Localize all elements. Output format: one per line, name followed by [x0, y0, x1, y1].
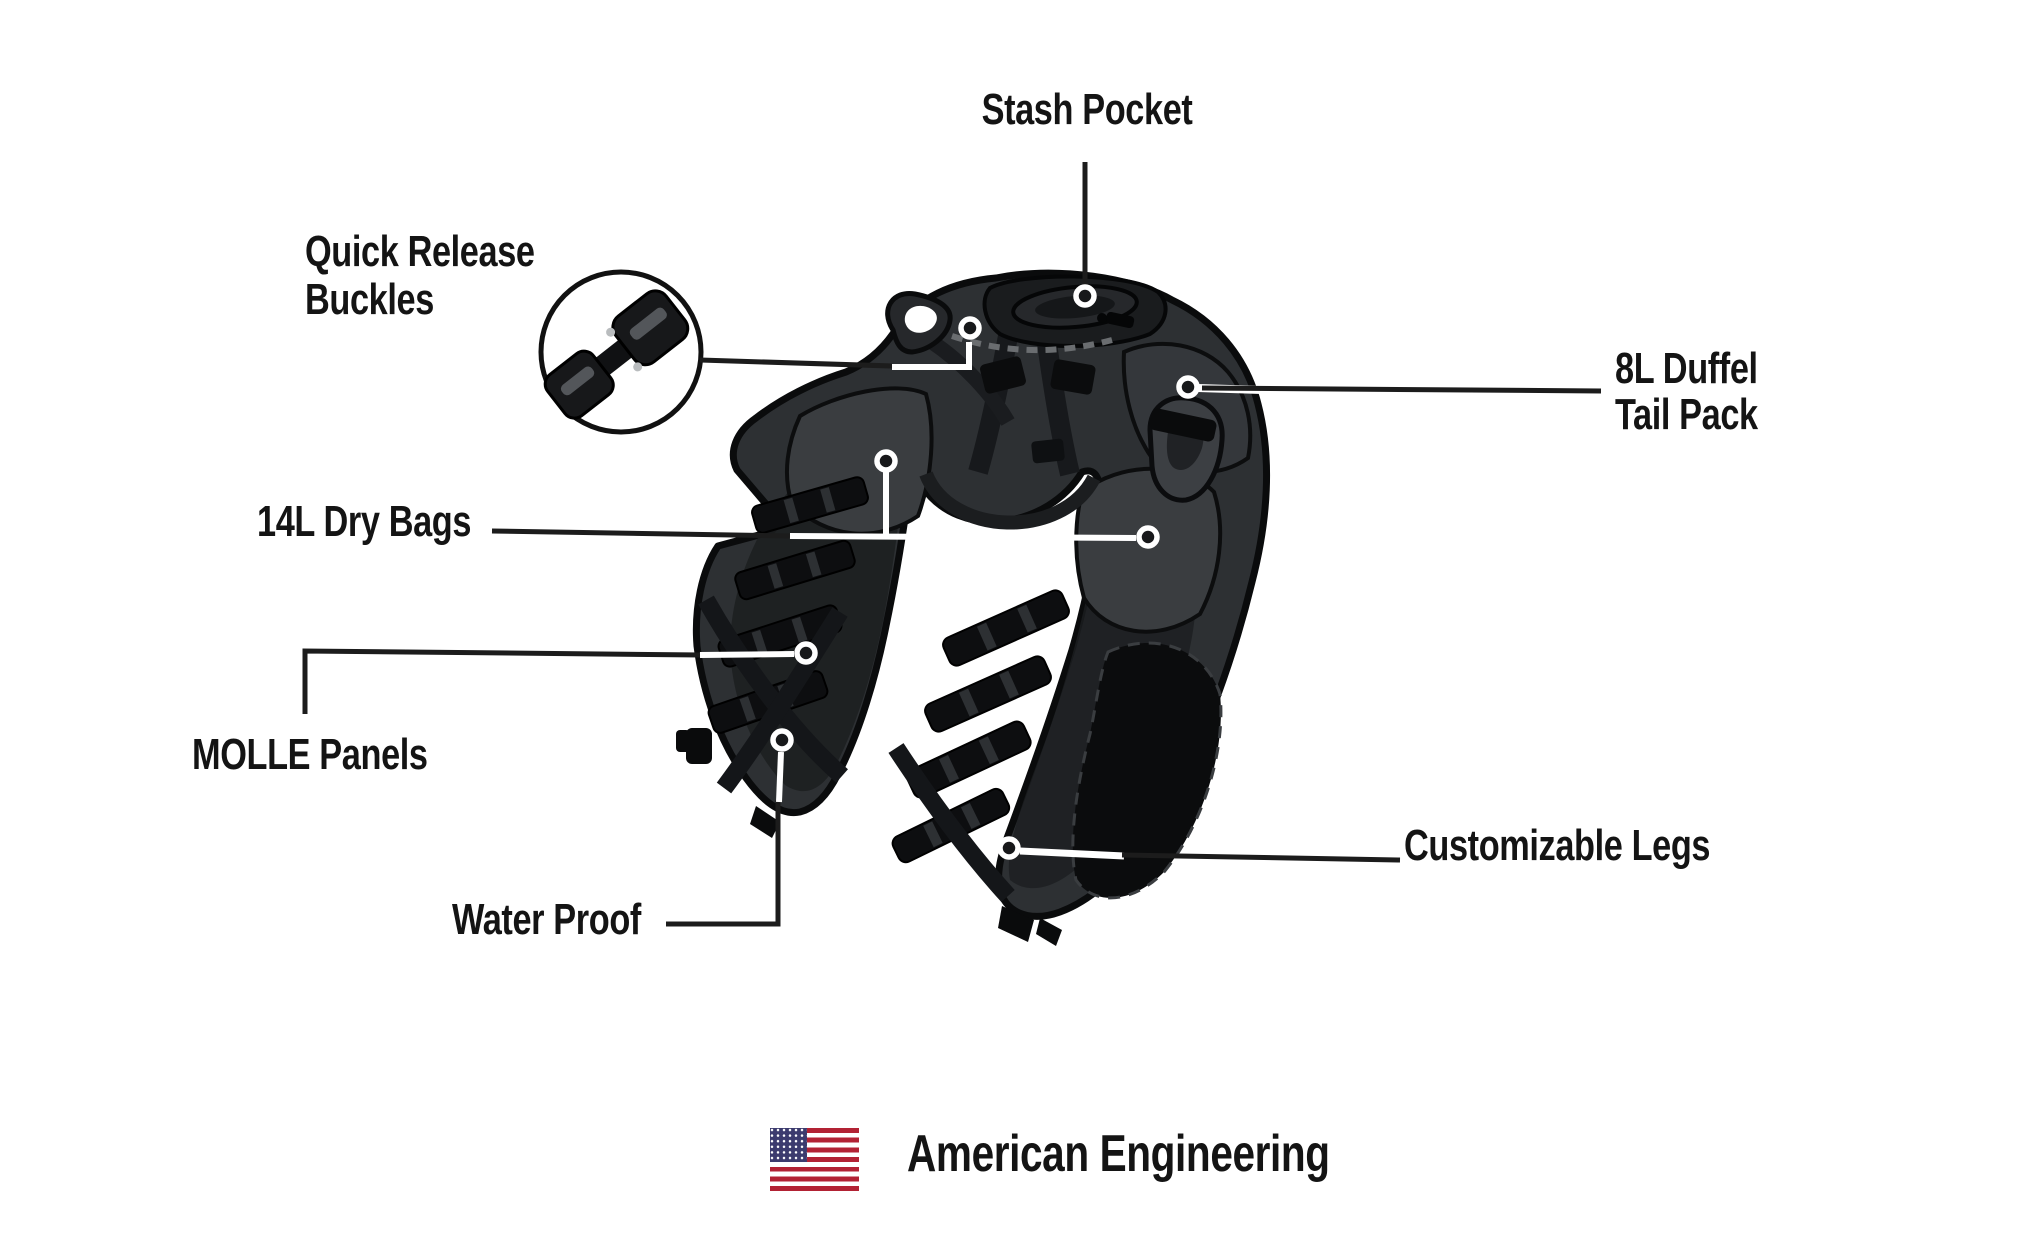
buckle-female-slot [629, 307, 667, 340]
dry-bags-connector-line-white [789, 533, 1137, 541]
water-proof-label-text: Water Proof [452, 895, 641, 944]
tail-bag-illustration [676, 269, 1271, 946]
buckle-male-slot [560, 366, 595, 396]
left-leg-strap-a [698, 595, 848, 783]
buckle-pin-top [606, 327, 616, 337]
quick-release-connector-line-black [699, 357, 893, 369]
duffel-tail-pack-label: 8L Duffel Tail Pack [1615, 346, 1758, 438]
footer-tagline: American Engineering [907, 1124, 1330, 1184]
seat-shadow-band [919, 471, 1101, 530]
water-proof-connector-line-black [666, 800, 781, 927]
strap-buckle-right [1050, 359, 1096, 395]
molle-connector-dot [794, 641, 818, 665]
molle-connector-line-white [699, 651, 795, 658]
duffel-label-line2: Tail Pack [1615, 390, 1758, 439]
dry-bags-label-text: 14L Dry Bags [257, 497, 472, 546]
quick-release-buckles-label: Quick Release Buckles [305, 228, 535, 324]
water-proof-connector-dot [770, 728, 794, 752]
stitched-patch [1071, 641, 1223, 900]
footer-tagline-text: American Engineering [907, 1125, 1330, 1183]
left-edge-nub [676, 730, 690, 752]
quick-release-connector-line-white [892, 342, 972, 370]
water-proof-label: Water Proof [452, 896, 641, 944]
molle-panels-label: MOLLE Panels [192, 731, 428, 779]
dry-bags-connector-dot-right [1136, 525, 1160, 549]
quick-release-label-line2: Buckles [305, 275, 434, 324]
stash-pocket-label: Stash Pocket [982, 86, 1193, 134]
stash-pocket-connector-dot [1073, 284, 1097, 308]
strap-buckle-left [980, 356, 1026, 394]
zipper-slider [1097, 313, 1107, 323]
bottom-strap-tip-a [998, 906, 1034, 942]
zipper-track [951, 333, 1113, 354]
left-leg-strap-b [716, 607, 848, 794]
molle-connector-line-black [302, 648, 703, 714]
callout-connectors [302, 162, 1602, 927]
dry-bags-connector-dot-left [874, 449, 898, 473]
quick-release-label-line1: Quick Release [305, 227, 535, 276]
molle-panels-label-text: MOLLE Panels [192, 730, 428, 779]
duffel-connector-dot [1176, 375, 1200, 399]
buckle-pin-bottom [633, 362, 643, 372]
duffel-label-line1: 8L Duffel [1615, 344, 1758, 393]
strap-keeper [1031, 438, 1065, 464]
right-leg-strap [888, 743, 1015, 903]
bottom-strap-tip-b [1036, 918, 1062, 946]
quick-release-buckle-icon [538, 269, 704, 435]
left-tip-buckle [686, 728, 712, 764]
dry-bags-label: 14L Dry Bags [257, 498, 471, 546]
legs-connector-line-white [1019, 847, 1125, 860]
grab-handle-hole [904, 305, 937, 333]
stash-pocket-label-text: Stash Pocket [981, 85, 1193, 134]
duffel-connector-line-black [1201, 385, 1602, 394]
water-proof-connector-line-white [776, 751, 784, 803]
quick-release-connector-dot [958, 316, 982, 340]
us-flag-icon [770, 1128, 859, 1191]
shoulder-strap [927, 335, 1015, 426]
us-flag-canton [770, 1128, 807, 1162]
left-tip-strap [750, 806, 780, 838]
customizable-legs-label-text: Customizable Legs [1404, 821, 1711, 870]
legs-connector-dot [997, 836, 1021, 860]
duffel-strap-clip [1149, 408, 1217, 442]
zipper-pull [1105, 311, 1135, 329]
customizable-legs-label: Customizable Legs [1404, 821, 1711, 870]
legs-connector-line-black [1121, 852, 1401, 863]
dry-bags-connector-line-black [491, 528, 793, 539]
